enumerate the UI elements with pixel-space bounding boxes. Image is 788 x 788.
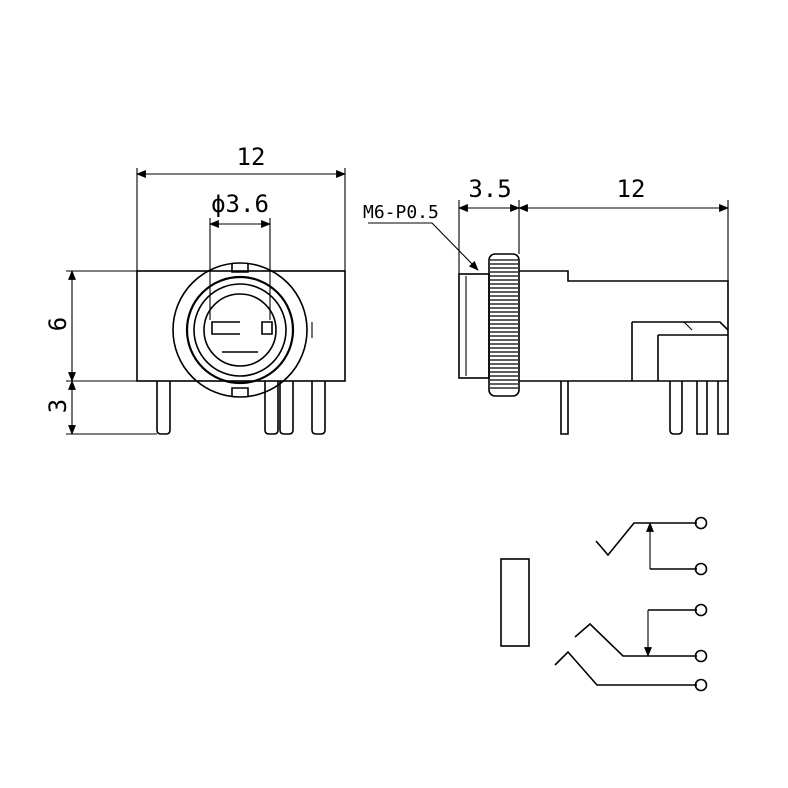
schematic-symbol (500, 516, 708, 692)
thread-leader-line (368, 222, 479, 271)
terminal-4 (694, 649, 708, 663)
front-bore-outer (185, 275, 295, 385)
terminal-1 (694, 516, 708, 530)
top-switch-contact (595, 522, 697, 557)
mid-switch-contact (574, 622, 697, 657)
terminal-2 (694, 562, 708, 576)
side-pin-1 (560, 381, 569, 435)
side-view: 3.5 12 M6-P0.5 (363, 175, 729, 435)
plug-sleeve (500, 558, 530, 647)
side-body (519, 270, 729, 382)
height-dimension-text: 6 (44, 317, 72, 331)
front-nut-circle (172, 262, 308, 398)
front-housing (136, 270, 346, 382)
terminal-3 (694, 603, 708, 617)
side-pin-4 (717, 381, 729, 435)
front-pin-4 (311, 381, 326, 435)
front-bottom-notch (231, 387, 249, 397)
front-pin-2 (264, 381, 279, 435)
side-pin-3 (696, 381, 708, 435)
front-bore-mid (193, 283, 287, 377)
front-bore-inner (203, 293, 277, 367)
front-view: 12 ϕ3.6 6 3 (44, 143, 346, 435)
side-inner-cutout (631, 321, 729, 381)
front-pin-3 (279, 381, 294, 435)
nut-dimension-text: 3.5 (468, 175, 511, 203)
side-pin-2 (669, 381, 683, 435)
side-bushing (458, 273, 490, 379)
bore-dimension-text: ϕ3.6 (211, 190, 269, 218)
side-knurl-lines (490, 259, 518, 389)
length-dimension-text: 12 (617, 175, 646, 203)
front-top-notch (231, 263, 249, 273)
width-dimension-text: 12 (237, 143, 266, 171)
terminal-5 (694, 678, 708, 692)
pin-dimension-text: 3 (44, 399, 72, 413)
bottom-contact (554, 650, 697, 686)
front-pin-1 (156, 381, 171, 435)
front-contact-right (261, 321, 273, 335)
thread-label: M6-P0.5 (363, 202, 439, 223)
side-knurled-nut (488, 253, 520, 397)
front-contact-left (211, 321, 240, 335)
